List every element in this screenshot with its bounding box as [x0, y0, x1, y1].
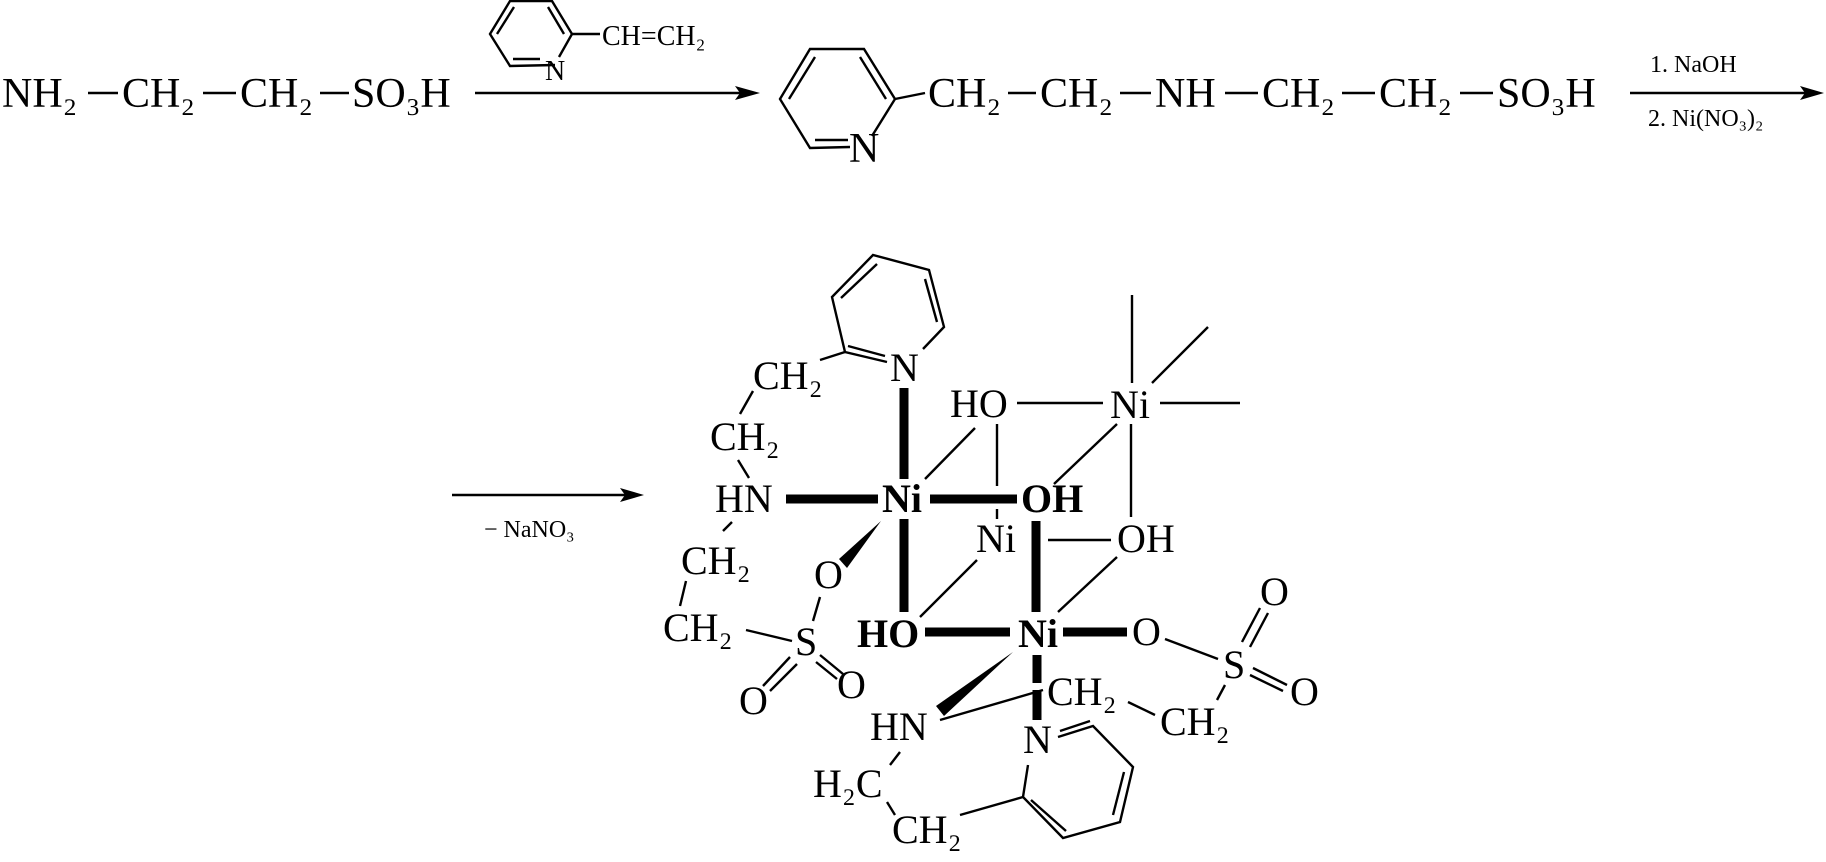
methylene-label: CH₂ [892, 807, 962, 852]
atom-label: SO₃H [1497, 71, 1596, 117]
bond [924, 427, 976, 480]
double-bond [815, 661, 838, 680]
atom-labels: N CH₂ CH₂ HN Ni OH HO Ni Ni OH CH₂ O CH₂… [663, 345, 1319, 852]
amine-label: HN [715, 476, 773, 521]
methylene-label: CH₂ [753, 353, 823, 398]
hydroxide-label: OH [1021, 476, 1083, 521]
atom-label: SO₃H [352, 71, 451, 117]
bond [722, 521, 733, 532]
double-bond [819, 654, 844, 675]
bond [1057, 556, 1118, 613]
atom-label: CH₂ [928, 71, 1001, 117]
bond [745, 628, 793, 643]
oxygen-label: O [1260, 569, 1289, 614]
double-bond-inner [1111, 771, 1126, 816]
product-nickel-complex: N CH₂ CH₂ HN Ni OH HO Ni Ni OH CH₂ O CH₂… [663, 253, 1319, 852]
double-bond-inner [1030, 799, 1067, 832]
double-bond-inner [858, 56, 888, 100]
ring-nitrogen: N [849, 126, 879, 172]
bond [819, 350, 846, 362]
double-bond-inner [840, 263, 878, 299]
methylene-label: CH₂ [1047, 669, 1117, 714]
bond [811, 596, 822, 622]
double-bond-inner [923, 278, 939, 323]
nickel-label: Ni [976, 516, 1016, 561]
wedge-bond [936, 652, 1013, 716]
condition-label: 1. NaOH [1650, 52, 1737, 78]
sulfur-label: S [1223, 642, 1245, 687]
bond [939, 688, 1044, 722]
bond [959, 795, 1024, 817]
arrowhead-icon [1800, 86, 1824, 100]
ring-nitrogen: N [545, 56, 565, 87]
double-bond-inner [787, 56, 817, 100]
bond [1151, 326, 1209, 384]
methylene-label: CH₂ [663, 605, 733, 650]
atom-label: NH₂ [2, 71, 77, 117]
pyridine-ring [1021, 724, 1135, 840]
reaction-arrow-3: − NaNO₃ [452, 488, 644, 543]
sulfur-label: S [795, 619, 817, 664]
bond [1053, 423, 1118, 485]
nickel-label: Ni [1110, 382, 1150, 427]
byproduct-label: − NaNO₃ [484, 517, 575, 543]
vinyl-group-label: CH=CH₂ [602, 21, 705, 52]
oxygen-label: O [814, 552, 843, 597]
reaction-arrow-1 [475, 86, 760, 100]
bond [736, 459, 751, 479]
nickel-label: Ni [1018, 611, 1058, 656]
bond [1215, 684, 1227, 701]
hydroxide-label: OH [1117, 516, 1175, 561]
reactant-taurine: NH₂ CH₂ CH₂ SO₃H [2, 71, 451, 117]
pyridine-nitrogen: N [890, 345, 919, 390]
atom-label: CH₂ [1379, 71, 1452, 117]
double-bond [762, 656, 791, 687]
methylene-label: CH₂ [710, 414, 780, 459]
double-bond [1252, 666, 1288, 687]
double-bond [1240, 607, 1262, 643]
intermediate-pyridylethyl-taurine: N CH₂ CH₂ NH CH₂ CH₂ SO₃H [778, 47, 1596, 172]
bond [885, 801, 897, 816]
pyridine-nitrogen: N [1023, 717, 1052, 762]
bond [919, 559, 978, 618]
methylene-label: CH₂ [1160, 699, 1230, 744]
double-bond-inner [546, 6, 566, 35]
bond [738, 390, 755, 415]
bond [894, 91, 926, 101]
hydroxide-label: HO [857, 611, 919, 656]
atom-label: CH₂ [240, 71, 313, 117]
double-bond [1248, 612, 1270, 648]
atom-label: CH₂ [1040, 71, 1113, 117]
double-bond [1249, 673, 1284, 693]
oxygen-label: O [837, 662, 866, 707]
atom-label: CH₂ [1262, 71, 1335, 117]
oxygen-label: O [739, 678, 768, 723]
oxygen-label: O [1290, 669, 1319, 714]
double-bond [769, 663, 798, 692]
hydroxide-label: HO [950, 381, 1008, 426]
double-bond-inner [495, 6, 516, 35]
nickel-label: Ni [882, 476, 922, 521]
bonds [678, 253, 1288, 840]
condition-label: 2. Ni(NO₃)₂ [1648, 106, 1763, 132]
wedge-bond [839, 521, 881, 568]
double-bond-inner [1059, 719, 1091, 733]
bond [889, 751, 901, 766]
amine-label: HN [870, 704, 928, 749]
reagent-2-vinylpyridine: N CH=CH₂ [488, 0, 705, 87]
oxygen-label: O [1132, 609, 1161, 654]
methylene-label: H₂C [813, 761, 883, 806]
double-bond-inner [847, 344, 886, 358]
atom-label: CH₂ [122, 71, 195, 117]
bond [1164, 637, 1219, 661]
bond [678, 580, 688, 607]
arrowhead-icon [620, 488, 644, 502]
arrowhead-icon [735, 86, 760, 100]
bond [1127, 700, 1156, 717]
atom-label: NH [1155, 71, 1216, 117]
reaction-arrow-2: 1. NaOH 2. Ni(NO₃)₂ [1630, 52, 1824, 132]
methylene-label: CH₂ [681, 538, 751, 583]
